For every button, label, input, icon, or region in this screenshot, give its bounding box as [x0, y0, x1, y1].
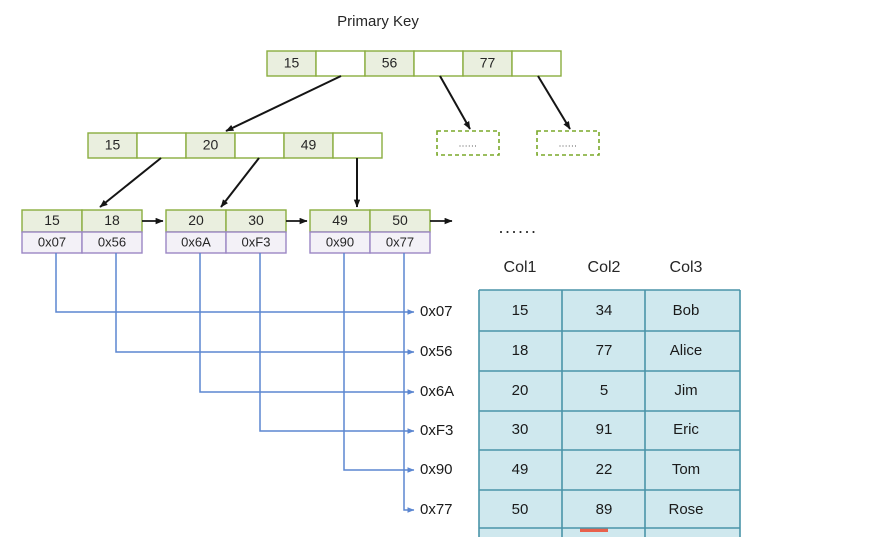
address-label-3: 0xF3 [420, 422, 453, 439]
table-row[interactable]: 50 89 Rose [512, 501, 704, 518]
leaf-0-key-1-label: 18 [104, 212, 120, 228]
leaf-2-pointer-1-label: 0x77 [386, 234, 414, 249]
pointer-routing-lines [55, 253, 415, 513]
table-row[interactable]: 49 22 Tom [512, 461, 701, 478]
leaf-1-key-0-label: 20 [188, 212, 204, 228]
cell-r5-c0: 50 [512, 501, 529, 518]
cell-r1-c2: Alice [670, 342, 703, 359]
leaf-2-pointer-cell-1[interactable] [369, 231, 431, 254]
internal-cell-key-4[interactable] [283, 132, 334, 159]
cell-r1-c1: 77 [596, 342, 613, 359]
address-label-0: 0x07 [420, 303, 453, 320]
cell-r2-c2: Jim [674, 382, 697, 399]
leaf-2-pointer-0-label: 0x90 [326, 234, 354, 249]
cell-r4-c1: 22 [596, 461, 613, 478]
page-title: Primary Key [337, 13, 419, 30]
leaf-1-pointer-1-label: 0xF3 [242, 234, 271, 249]
address-label-4: 0x90 [420, 461, 453, 478]
root-cell-key-4-label: 77 [480, 55, 496, 71]
leaf-0-key-0-label: 15 [44, 212, 60, 228]
leaf-2-key-1-label: 50 [392, 212, 408, 228]
table-row[interactable]: 15 34 Bob [512, 302, 700, 319]
cell-r4-c2: Tom [672, 461, 700, 478]
cell-r0-c2: Bob [673, 302, 700, 319]
root-child-edges [225, 75, 571, 132]
leaf-node-2: 49 50 0x90 0x77 [309, 209, 431, 254]
pointer-route-0x56 [115, 253, 415, 355]
cell-r5-c2: Rose [668, 501, 703, 518]
pointer-route-0x90 [343, 253, 415, 473]
leaf-0-pointer-0-label: 0x07 [38, 234, 66, 249]
root-cell-key-2[interactable] [364, 50, 415, 77]
leaf-0-pointer-1-label: 0x56 [98, 234, 126, 249]
leaf-node-0: 15 18 0x07 0x56 [21, 209, 143, 254]
column-header-2: Col3 [670, 259, 703, 276]
edge-internal-to-leaf-0 [99, 157, 162, 208]
table-row[interactable]: 30 91 Eric [512, 421, 700, 438]
clipped-row-marker [580, 528, 608, 532]
ellipsis-node-2-label: ...... [559, 138, 578, 148]
internal-cell-key-4-label: 49 [301, 137, 317, 153]
cell-r3-c2: Eric [673, 421, 699, 438]
ellipsis-node-2: ...... [536, 130, 600, 156]
internal-cell-key-2[interactable] [185, 132, 236, 159]
leaf-2-key-0-label: 49 [332, 212, 348, 228]
table-grid [478, 289, 741, 537]
edge-internal-to-leaf-1 [220, 157, 260, 208]
cell-r2-c0: 20 [512, 382, 529, 399]
table-column-headers: Col1 Col2 Col3 [504, 259, 703, 276]
internal-cell-pointer-1[interactable] [136, 132, 187, 159]
leaf-node-1: 20 30 0x6A 0xF3 [165, 209, 287, 254]
edge-root-to-internal [225, 75, 342, 132]
root-cell-key-2-label: 56 [382, 55, 398, 71]
address-label-1: 0x56 [420, 343, 453, 360]
internal-leaf-edges [99, 157, 361, 208]
root-node: 15 56 77 [266, 50, 562, 77]
cell-r4-c0: 49 [512, 461, 529, 478]
ellipsis-node-1-label: ...... [459, 138, 478, 148]
cell-r0-c1: 34 [596, 302, 613, 319]
leaf-1-key-1-label: 30 [248, 212, 264, 228]
pointer-route-0x77 [403, 253, 415, 513]
internal-cell-pointer-5[interactable] [332, 132, 383, 159]
address-label-5: 0x77 [420, 501, 453, 518]
root-cell-key-4[interactable] [462, 50, 513, 77]
cell-r0-c0: 15 [512, 302, 529, 319]
leaf-0-pointer-cell-1[interactable] [81, 231, 143, 254]
table-background [479, 290, 740, 537]
internal-cell-key-2-label: 20 [203, 137, 219, 153]
table-ellipsis: ...... [498, 217, 537, 237]
root-cell-key-0[interactable] [266, 50, 317, 77]
root-cell-pointer-3[interactable] [413, 50, 464, 77]
data-table: 15 34 Bob 18 77 Alice 20 5 Jim 30 91 Eri… [478, 289, 741, 537]
address-label-2: 0x6A [420, 383, 454, 400]
pointer-route-0x6A [199, 253, 415, 395]
cell-r5-c1: 89 [596, 501, 613, 518]
root-cell-pointer-1[interactable] [315, 50, 366, 77]
table-row[interactable]: 18 77 Alice [512, 342, 703, 359]
leaf-1-pointer-0-label: 0x6A [181, 234, 211, 249]
root-cell-key-0-label: 15 [284, 55, 300, 71]
column-header-1: Col2 [588, 259, 621, 276]
cell-r2-c1: 5 [600, 382, 608, 399]
root-cell-pointer-5[interactable] [511, 50, 562, 77]
internal-node: 15 20 49 [87, 132, 383, 159]
ellipsis-node-1: ...... [436, 130, 500, 156]
pointer-route-0xF3 [259, 253, 415, 434]
edge-root-to-ellipsis-1 [439, 75, 471, 130]
cell-r3-c1: 91 [596, 421, 613, 438]
edge-root-to-ellipsis-2 [537, 75, 571, 130]
column-header-0: Col1 [504, 259, 537, 276]
ellipsis-node-2-box[interactable] [536, 130, 600, 156]
address-labels: 0x07 0x56 0x6A 0xF3 0x90 0x77 [420, 303, 454, 518]
pointer-route-0x07 [55, 253, 415, 315]
leaf-1-pointer-cell-1[interactable] [225, 231, 287, 254]
table-row[interactable]: 20 5 Jim [512, 382, 698, 399]
cell-r1-c0: 18 [512, 342, 529, 359]
internal-cell-pointer-3[interactable] [234, 132, 285, 159]
cell-r3-c0: 30 [512, 421, 529, 438]
ellipsis-node-1-box[interactable] [436, 130, 500, 156]
internal-cell-key-0-label: 15 [105, 137, 121, 153]
